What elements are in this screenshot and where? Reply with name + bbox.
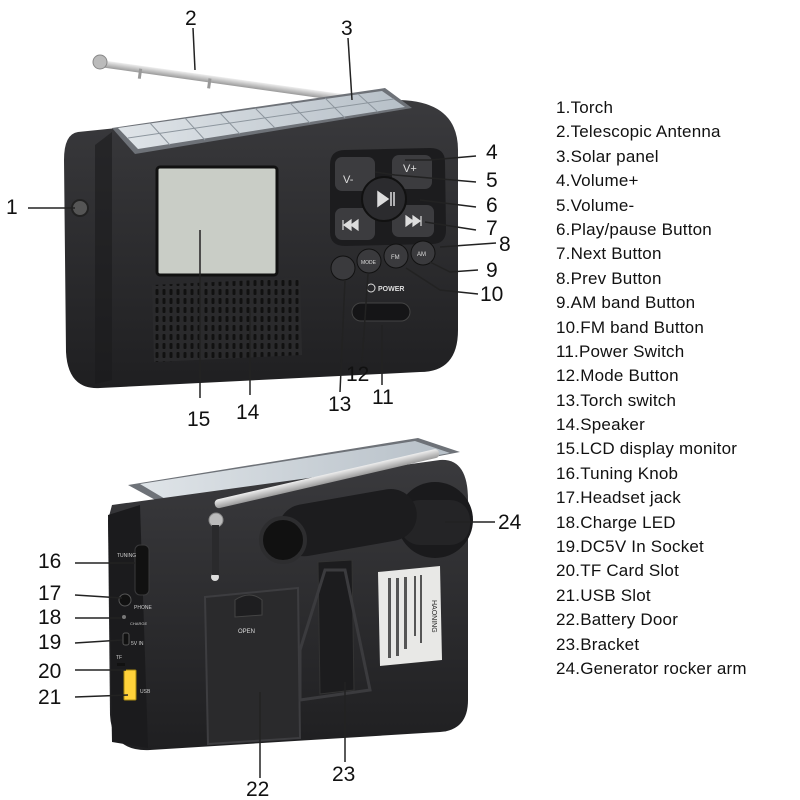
callout-23: 23 [332, 763, 356, 786]
front-control-pad: V- V+ [330, 148, 446, 246]
legend-item-mode: 12.Mode Button [556, 366, 679, 386]
solar-panel [112, 88, 412, 154]
mode-button[interactable] [356, 248, 382, 274]
legend-item-battery-door: 22.Battery Door [556, 610, 679, 630]
legend-item-generator-arm: 24.Generator rocker arm [556, 658, 747, 678]
legend-item-play-pause: 6.Play/pause Button [556, 219, 712, 239]
callout-16: 16 [38, 550, 62, 573]
callout-7: 7 [486, 217, 498, 240]
tf-slot[interactable] [117, 663, 125, 666]
legend-item-telescopic-antenna: 2.Telescopic Antenna [556, 122, 721, 142]
legend-item-power-switch: 11.Power Switch [556, 341, 685, 361]
bracket [317, 559, 355, 695]
dc-in-socket[interactable] [122, 632, 130, 646]
fm-mark: FM [391, 255, 400, 261]
callout-14: 14 [236, 401, 260, 424]
back-radio: OPEN HAONING TUNING PHONE CHARGE 5V IN T… [108, 438, 473, 751]
legend-item-headset-jack: 17.Headset jack [556, 488, 681, 508]
callout-13: 13 [328, 393, 352, 416]
charge-led [122, 615, 126, 619]
callout-15: 15 [187, 408, 211, 431]
legend-item-torch: 1.Torch [556, 98, 614, 117]
play-pause-icon [377, 190, 395, 208]
mode-mark: MODE [361, 260, 377, 266]
legend-item-charge-led: 18.Charge LED [556, 512, 676, 532]
lcd-display [155, 165, 279, 277]
callout-3: 3 [341, 17, 353, 40]
callout-10: 10 [480, 283, 504, 306]
parts-legend: 1.Torch 2.Telescopic Antenna 3.Solar pan… [556, 96, 747, 681]
front-round-buttons: MODE FM AM POWER [330, 240, 436, 322]
tuning-mark: TUNING [117, 553, 136, 559]
legend-item-volume-plus: 4.Volume+ [556, 171, 639, 191]
battery-door [203, 586, 302, 746]
legend-item-tuning-knob: 16.Tuning Knob [556, 463, 679, 483]
usb-slot[interactable] [123, 669, 137, 701]
telescopic-antenna [92, 54, 377, 106]
callout-6: 6 [486, 194, 498, 217]
phone-mark: PHONE [134, 605, 152, 611]
legend-item-dc-in: 19.DC5V In Socket [556, 537, 704, 557]
callout-21: 21 [38, 686, 62, 709]
legend-item-fm-band: 10.FM band Button [556, 317, 704, 337]
legend-item-volume-minus: 5.Volume- [556, 195, 635, 215]
speaker-grill [152, 278, 302, 362]
legend-item-lcd: 15.LCD display monitor [556, 439, 738, 459]
usb-mark: USB [140, 689, 151, 695]
tf-mark: TF [116, 655, 122, 661]
headset-jack[interactable] [118, 593, 132, 607]
legend-item-prev: 8.Prev Button [556, 268, 662, 288]
callout-2: 2 [185, 7, 197, 30]
callout-5: 5 [486, 169, 498, 192]
next-icon [405, 214, 422, 228]
vol-plus-mark: V+ [403, 163, 417, 175]
legend-item-tf-slot: 20.TF Card Slot [556, 561, 679, 581]
prev-icon [342, 218, 359, 232]
volume-plus-button[interactable] [392, 155, 432, 189]
back-antenna [214, 449, 440, 509]
leader-lines [28, 27, 497, 778]
legend-item-am-band: 9.AM band Button [556, 293, 696, 313]
callout-12: 12 [346, 363, 370, 386]
legend-item-torch-switch: 13.Torch switch [556, 390, 677, 410]
legend-item-solar-panel: 3.Solar panel [556, 146, 659, 166]
side-port-panel: TUNING PHONE CHARGE 5V IN TF USB [116, 544, 152, 701]
torch-switch-button[interactable] [330, 255, 356, 281]
legend-item-next: 7.Next Button [556, 244, 662, 264]
callout-19: 19 [38, 631, 62, 654]
power-mark: POWER [378, 286, 404, 293]
legend-item-bracket: 23.Bracket [556, 634, 640, 654]
product-label [378, 566, 442, 666]
callout-1: 1 [6, 196, 18, 219]
callout-18: 18 [38, 606, 62, 629]
power-switch[interactable] [351, 302, 411, 322]
callout-22: 22 [246, 778, 270, 800]
callout-17: 17 [38, 582, 62, 605]
brand-mark: HAONING [430, 600, 437, 633]
callout-9: 9 [486, 259, 498, 282]
front-radio: V- V+ MODE FM AM POWER [64, 54, 458, 389]
callout-11: 11 [372, 386, 394, 409]
open-mark: OPEN [238, 629, 255, 635]
charge-mark: CHARGE [130, 621, 147, 626]
callout-8: 8 [499, 233, 511, 256]
back-solar-panel [140, 441, 450, 503]
am-button[interactable] [410, 240, 436, 266]
am-mark: AM [417, 252, 426, 258]
fm-button[interactable] [383, 243, 409, 269]
legend-item-speaker: 14.Speaker [556, 415, 645, 435]
volume-minus-button[interactable] [335, 157, 375, 191]
vol-minus-mark: V- [343, 174, 354, 186]
callout-20: 20 [38, 660, 62, 683]
tuning-knob[interactable] [134, 544, 150, 596]
generator-rocker-arm [259, 482, 473, 564]
legend-item-usb-slot: 21.USB Slot [556, 585, 651, 605]
callout-4: 4 [486, 141, 498, 164]
dc-in-mark: 5V IN [131, 641, 144, 647]
callout-24: 24 [498, 511, 522, 534]
